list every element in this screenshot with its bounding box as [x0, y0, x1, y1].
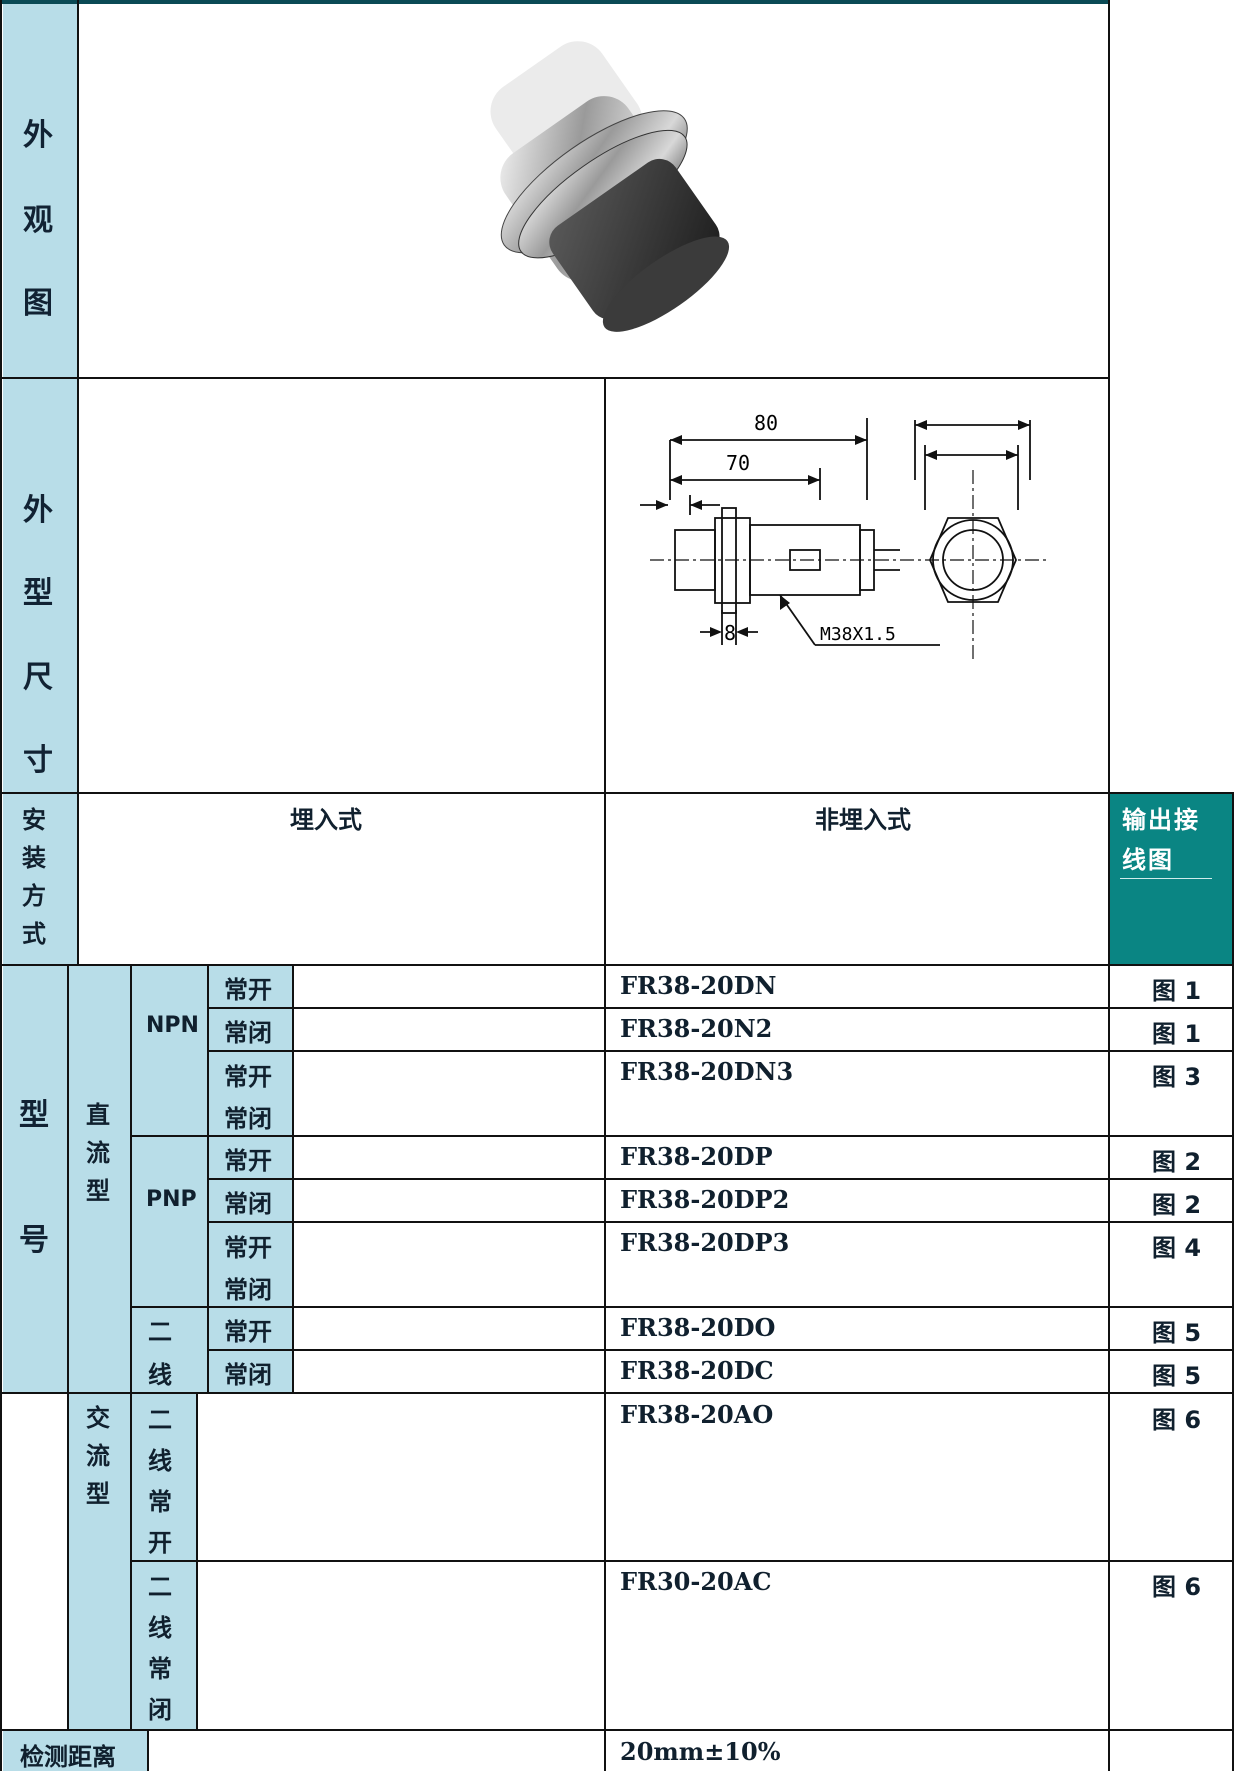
- ac-type-char: 常: [148, 1488, 172, 1516]
- flush-mount-header: 埋入式: [290, 806, 362, 834]
- install-label-cell: [3, 794, 77, 964]
- figure-ref: 图 1: [1152, 977, 1202, 1005]
- model-number: FR38-20DC: [620, 1356, 774, 1385]
- appearance-label-cell: [3, 3, 77, 377]
- ac-type-char: 线: [148, 1447, 172, 1475]
- contact-label: 常开: [224, 976, 272, 1004]
- figure-ref: 图 4: [1152, 1234, 1202, 1262]
- nonflush-mount-header: 非埋入式: [815, 806, 911, 834]
- model-number: FR38-20DP: [620, 1142, 773, 1171]
- dimension-label-cell: [3, 379, 77, 792]
- thread-label: M38X1.5: [820, 624, 896, 645]
- model-number: FR38-20DN: [620, 971, 777, 1000]
- model-number: FR38-20DO: [620, 1313, 776, 1342]
- install-label-char: 方: [22, 882, 46, 910]
- contact-label: 常开: [224, 1318, 272, 1346]
- model-number: FR38-20AO: [620, 1400, 774, 1429]
- dc-label-char: 直: [86, 1101, 110, 1129]
- model-number: FR30-20AC: [620, 1567, 772, 1596]
- appearance-label-char: 外: [23, 118, 53, 153]
- install-label-char: 式: [22, 920, 46, 948]
- ac-type-char: 常: [148, 1655, 172, 1683]
- dimension-label-char: 尺: [23, 660, 53, 695]
- contact-label: 常闭: [224, 1190, 272, 1218]
- contact-label: 常闭: [224, 1019, 272, 1047]
- model-number: FR38-20DN3: [620, 1057, 794, 1086]
- dimension-label-char: 寸: [23, 743, 53, 778]
- dimension-drawing: 80 70 8 M38X1.5: [640, 411, 1050, 660]
- figure-ref: 图 6: [1152, 1573, 1202, 1601]
- ac-type-char: 闭: [148, 1696, 172, 1724]
- install-label-char: 装: [22, 844, 46, 872]
- ac-label-column: [69, 1394, 130, 1729]
- model-label-column: [3, 966, 67, 1392]
- figure-ref: 图 5: [1152, 1362, 1202, 1390]
- ac-type-char: 二: [148, 1406, 172, 1434]
- appearance-label-char: 图: [23, 286, 53, 321]
- contact-label: 常闭: [224, 1361, 272, 1389]
- model-label-char: 型: [19, 1098, 49, 1133]
- model-number: FR38-20N2: [620, 1014, 773, 1043]
- pnp-label: PNP: [146, 1187, 197, 1212]
- ac-type-char: 开: [148, 1529, 172, 1557]
- contact-label: 常开 常闭: [224, 1234, 272, 1304]
- figure-ref: 图 5: [1152, 1319, 1202, 1347]
- dc-label-char: 型: [86, 1177, 110, 1205]
- two-wire-char: 线: [148, 1361, 172, 1389]
- contact-label: 常开: [224, 1147, 272, 1175]
- appearance-label-char: 观: [23, 203, 53, 238]
- detect-label-cell: [3, 1731, 147, 1771]
- figure-ref: 图 3: [1152, 1063, 1202, 1091]
- output-type-column: [132, 966, 207, 1392]
- contact-label: 常开 常闭: [224, 1063, 272, 1133]
- dimension-label-char: 外: [23, 493, 53, 528]
- model-number: FR38-20DP2: [620, 1185, 790, 1214]
- dim-80-label: 80: [754, 411, 778, 435]
- detect-distance-label: 检测距离: [20, 1743, 116, 1771]
- figure-ref: 图 2: [1152, 1148, 1202, 1176]
- install-label-char: 安: [22, 806, 46, 834]
- detect-distance-value: 20mm±10%: [620, 1737, 781, 1766]
- ac-label-char: 流: [86, 1442, 110, 1470]
- wiring-header: 输出接线图: [1122, 806, 1200, 874]
- dim-8-label: 8: [724, 621, 736, 645]
- ac-label-char: 型: [86, 1480, 110, 1508]
- sensor-photo: [490, 41, 730, 332]
- model-number: FR38-20DP3: [620, 1228, 790, 1257]
- ac-type-char: 线: [148, 1614, 172, 1642]
- dimension-label-char: 型: [23, 576, 53, 611]
- two-wire-char: 二: [148, 1318, 172, 1346]
- dc-label-char: 流: [86, 1139, 110, 1167]
- dc-label-column: [69, 966, 130, 1392]
- ac-type-char: 二: [148, 1573, 172, 1601]
- ac-label-char: 交: [86, 1404, 110, 1432]
- figure-ref: 图 2: [1152, 1191, 1202, 1219]
- npn-label: NPN: [146, 1013, 199, 1038]
- wiring-header-cell: [1108, 794, 1232, 964]
- model-label-char: 号: [19, 1223, 49, 1258]
- dim-70-label: 70: [726, 451, 750, 475]
- figure-ref: 图 6: [1152, 1406, 1202, 1434]
- figure-ref: 图 1: [1152, 1020, 1202, 1048]
